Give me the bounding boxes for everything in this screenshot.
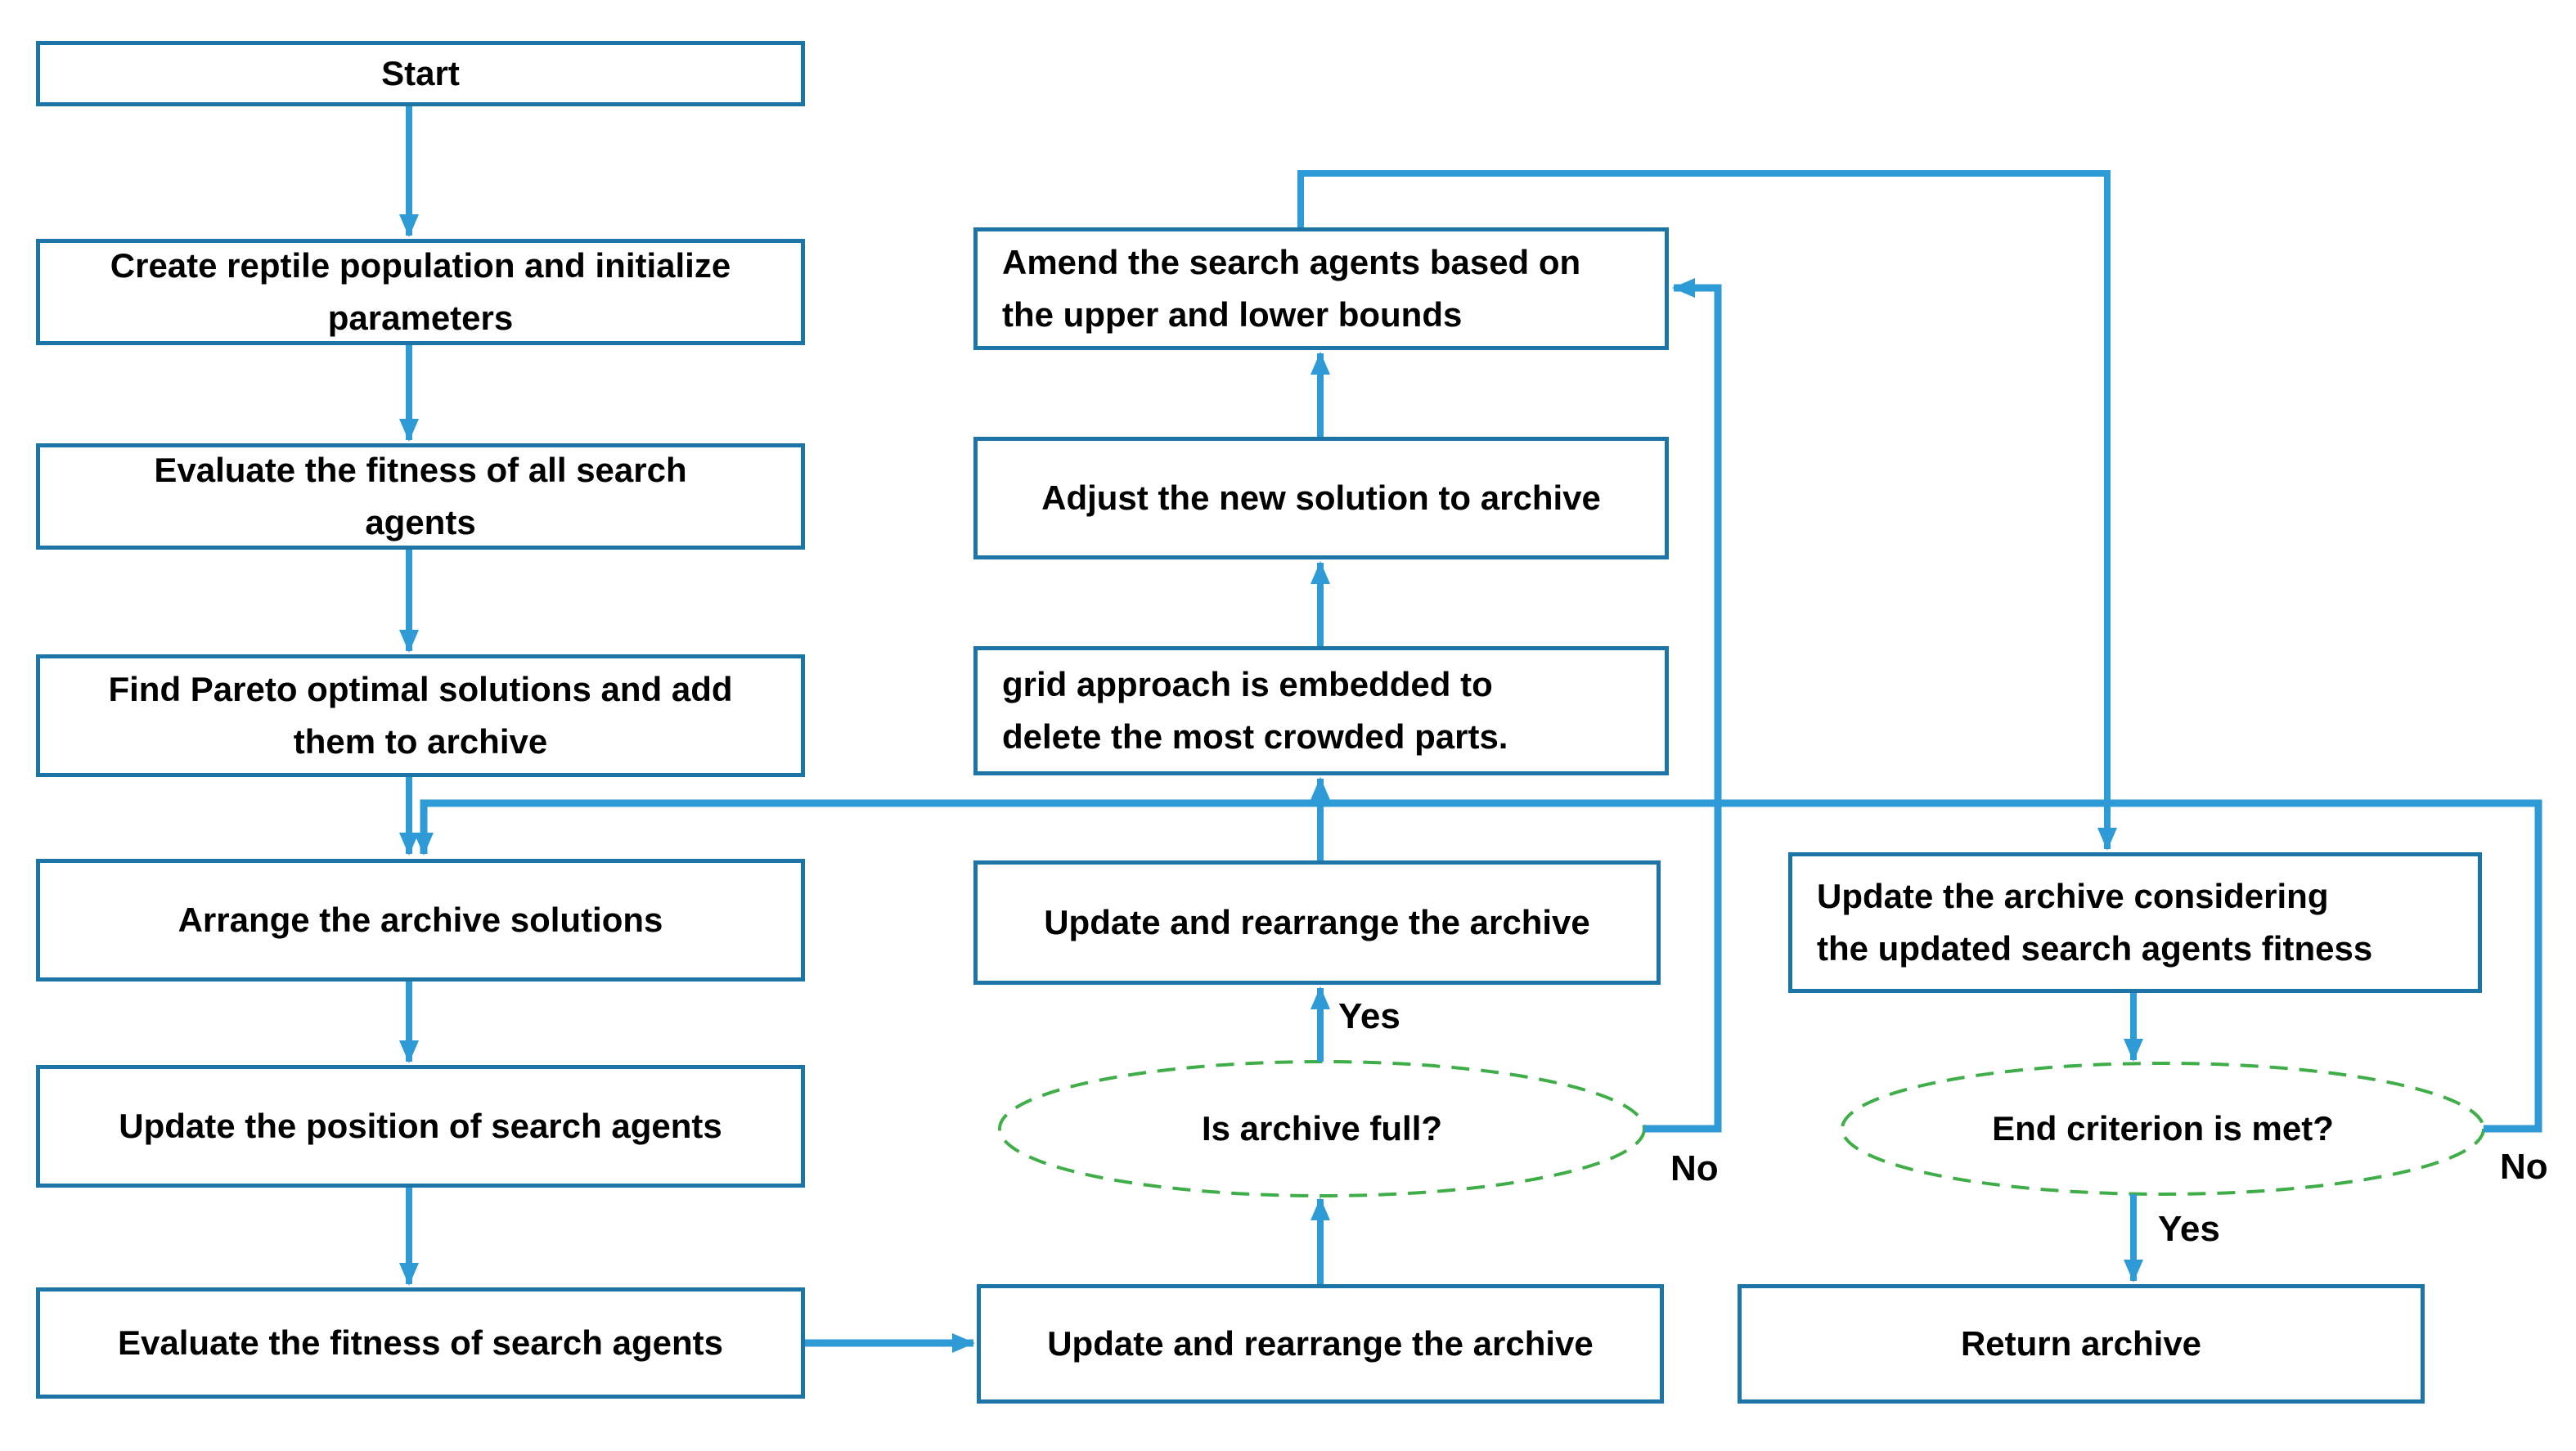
connector-amend-agents-to-update-archive-considering <box>1297 170 2117 851</box>
node-arrange-archive: Arrange the archive solutions <box>36 859 805 982</box>
node-evaluate-all-fitness: Evaluate the fitness of all search agent… <box>36 443 805 550</box>
node-update-archive-considering: Update the archive considering the updat… <box>1788 852 2482 993</box>
edge-label-archive-full-yes: Yes <box>1338 996 1400 1036</box>
decision-is-archive-full-label: Is archive full? <box>1201 1109 1443 1148</box>
node-create-population-line2: parameters <box>327 299 514 337</box>
node-update-rearrange-lower: Update and rearrange the archive <box>977 1284 1664 1404</box>
node-update-rearrange-upper: Update and rearrange the archive <box>973 860 1661 985</box>
node-create-population-line1: Create reptile population and initialize <box>110 246 731 285</box>
node-amend-agents-line2: the upper and lower bounds <box>1002 295 1463 334</box>
node-grid-approach-line2: delete the most crowded parts. <box>1002 717 1508 756</box>
node-evaluate-search-fitness: Evaluate the fitness of search agents <box>36 1287 805 1399</box>
node-update-rearrange-lower-label: Update and rearrange the archive <box>1047 1324 1594 1363</box>
node-adjust-solution: Adjust the new solution to archive <box>973 437 1669 559</box>
connector-end-criterion-no-to-arrange-archive <box>414 799 2542 1133</box>
node-update-position: Update the position of search agents <box>36 1065 805 1188</box>
connector-is-archive-full-no-to-amend-agents <box>1644 278 1722 1133</box>
node-update-position-label: Update the position of search agents <box>119 1107 722 1145</box>
node-start: Start <box>36 41 805 106</box>
edge-label-archive-full-no: No <box>1670 1148 1719 1188</box>
node-return-archive: Return archive <box>1738 1284 2425 1404</box>
node-amend-agents: Amend the search agents based on the upp… <box>973 227 1669 350</box>
node-grid-approach-line1: grid approach is embedded to <box>1002 665 1493 703</box>
edge-label-end-criterion-yes: Yes <box>2158 1209 2220 1249</box>
node-amend-agents-line1: Amend the search agents based on <box>1002 243 1581 281</box>
edge-label-end-criterion-no: No <box>2500 1147 2548 1187</box>
node-find-pareto-line1: Find Pareto optimal solutions and add <box>108 670 733 708</box>
node-update-archive-considering-line2: the updated search agents fitness <box>1817 929 2373 968</box>
node-update-rearrange-upper-label: Update and rearrange the archive <box>1044 903 1590 941</box>
node-update-archive-considering-line1: Update the archive considering <box>1817 877 2329 915</box>
node-find-pareto: Find Pareto optimal solutions and add th… <box>36 654 805 777</box>
node-return-archive-label: Return archive <box>1960 1324 2202 1363</box>
node-find-pareto-line2: them to archive <box>293 722 548 761</box>
decision-end-criterion-label: End criterion is met? <box>1992 1109 2334 1148</box>
node-grid-approach: grid approach is embedded to delete the … <box>973 646 1669 775</box>
node-start-label: Start <box>381 54 460 92</box>
node-evaluate-search-fitness-label: Evaluate the fitness of search agents <box>118 1323 723 1362</box>
node-evaluate-all-fitness-line2: agents <box>365 503 476 541</box>
node-arrange-archive-label: Arrange the archive solutions <box>178 901 663 939</box>
node-evaluate-all-fitness-line1: Evaluate the fitness of all search <box>154 451 687 489</box>
node-create-population: Create reptile population and initialize… <box>36 239 805 345</box>
node-adjust-solution-label: Adjust the new solution to archive <box>1041 478 1601 517</box>
